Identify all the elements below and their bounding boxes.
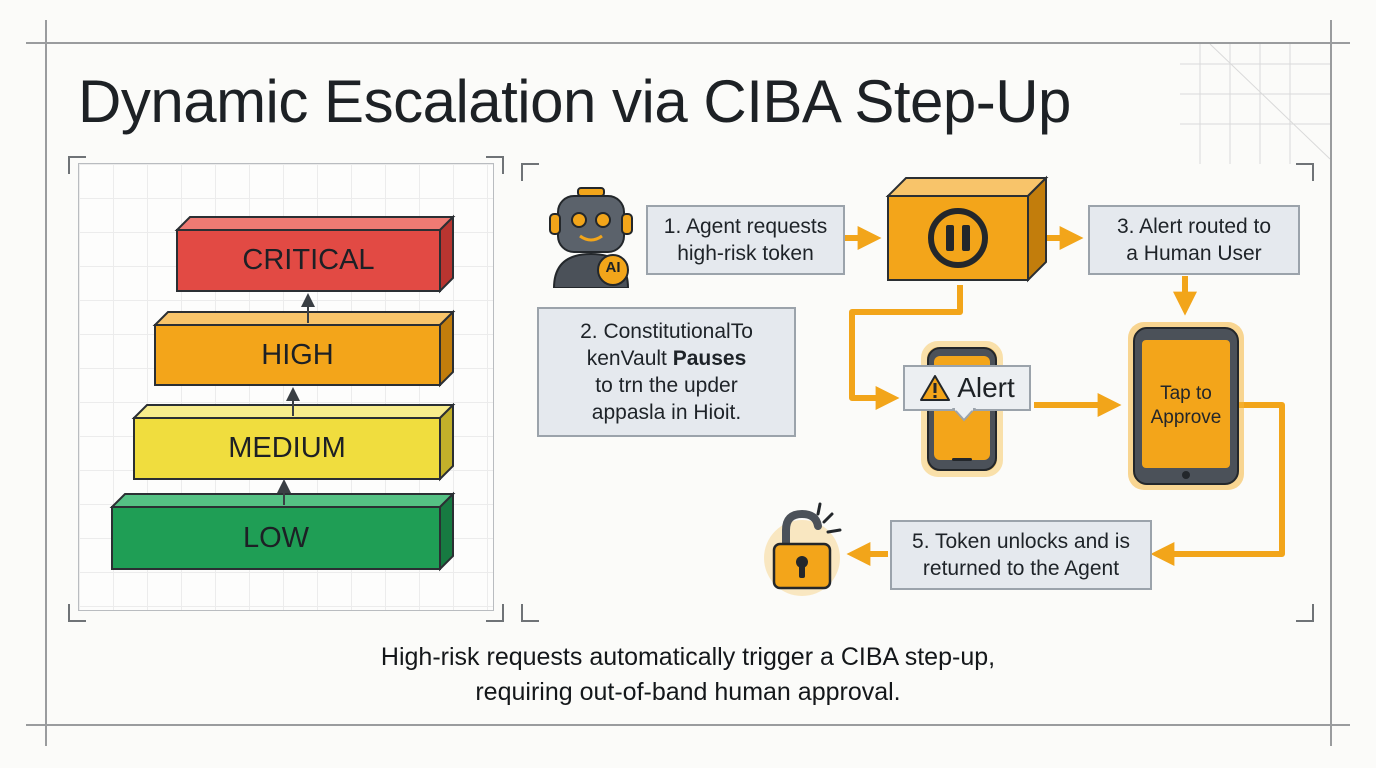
tier-label-high: HIGH — [261, 338, 334, 371]
caption: High-risk requests automatically trigger… — [250, 640, 1126, 710]
caption-line1: High-risk requests automatically trigger… — [380, 643, 996, 671]
tier-critical-block — [174, 214, 456, 294]
step2-line4: appasla in Hioit. — [591, 401, 742, 424]
step2-line2: kenVault — [586, 347, 667, 370]
frame-left-line — [45, 20, 47, 746]
panel-corner — [521, 604, 539, 622]
panel-corner — [68, 156, 86, 174]
tier-low-block — [109, 491, 456, 572]
tablet-icon — [1128, 322, 1244, 490]
step1-box: 1. Agent requests high-risk token — [646, 205, 845, 275]
pause-block — [885, 175, 1049, 283]
tablet-line2: Approve — [1150, 407, 1222, 428]
tier-label-medium: MEDIUM — [228, 432, 346, 464]
step3-box: 3. Alert routed to a Human User — [1088, 205, 1300, 275]
unlocked-padlock-icon — [764, 502, 842, 596]
page-title: Dynamic Escalation via CIBA Step-Up — [78, 68, 1071, 135]
risk-tier-stack — [109, 214, 456, 572]
connector-pause-to-phone — [849, 285, 963, 410]
panel-corner — [1296, 163, 1314, 181]
panel-corner — [521, 163, 539, 181]
tier-high-block — [152, 309, 456, 388]
pause-icon — [928, 208, 988, 268]
step2-line3: to trn the upder — [595, 374, 738, 397]
tier-label-critical: CRITICAL — [242, 244, 375, 276]
corner-grid-decoration — [1180, 44, 1330, 164]
frame-bottom-line — [26, 724, 1350, 726]
frame-top-line — [26, 42, 1350, 44]
tablet-line1: Tap to — [1160, 383, 1212, 404]
panel-corner — [486, 156, 504, 174]
step5-line2: returned to the Agent — [922, 557, 1120, 580]
alert-callout: Alert — [903, 365, 1031, 411]
step1-line1: 1. Agent requests — [663, 215, 828, 238]
tier-label-low: LOW — [242, 521, 310, 554]
panel-corner — [68, 604, 86, 622]
ai-badge: AI — [605, 259, 621, 276]
connector-tablet-to-step5 — [1150, 402, 1285, 566]
robot-agent-icon — [549, 187, 633, 288]
panel-corner — [486, 604, 504, 622]
tablet-approve-text[interactable]: Tap to Approve — [1142, 382, 1230, 430]
step5-box: 5. Token unlocks and is returned to the A… — [890, 520, 1152, 590]
alert-label: Alert — [957, 372, 1015, 403]
caption-line2: requiring out-of-band human approval. — [475, 678, 901, 706]
step2-box: 2. ConstitutionalTo kenVault Pauses to t… — [537, 307, 796, 437]
alert-callout-tail — [952, 408, 976, 422]
tier-medium-block — [131, 402, 456, 482]
frame-right-line — [1330, 20, 1332, 746]
panel-corner — [1296, 604, 1314, 622]
step2-line1: 2. ConstitutionalTo — [580, 320, 753, 343]
step3-line2: a Human User — [1126, 242, 1262, 265]
step3-line1: 3. Alert routed to — [1116, 215, 1272, 238]
step5-line1: 5. Token unlocks and is — [912, 530, 1130, 553]
warning-icon — [920, 375, 951, 401]
step1-line2: high-risk token — [677, 242, 814, 265]
step2-pauses: Pauses — [672, 347, 747, 370]
